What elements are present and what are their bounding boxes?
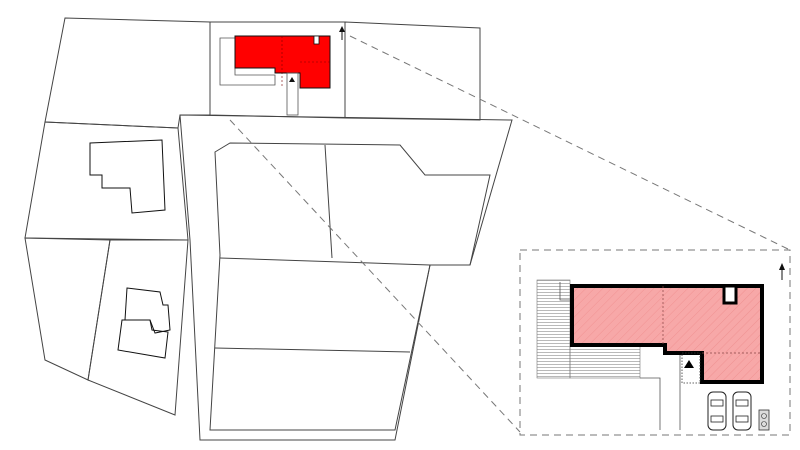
subject-building-highlight	[234, 35, 331, 89]
building-south-2	[117, 319, 169, 359]
building-south-1	[124, 287, 171, 334]
block-east-outline	[179, 114, 513, 441]
striped-terrace-lower	[569, 341, 641, 379]
car-icon	[732, 391, 752, 431]
existing-buildings	[89, 139, 171, 359]
lot-north-west	[44, 17, 211, 129]
north-arrow-icon	[339, 26, 345, 40]
lot-north-east	[344, 21, 481, 121]
car-icon	[707, 391, 727, 431]
lot-west-south-a	[24, 237, 111, 381]
lot-divider-1	[324, 144, 333, 259]
lot-divider-3	[214, 347, 411, 353]
bins	[758, 409, 770, 431]
detail-leader-lines	[229, 35, 791, 433]
block-east-inner	[209, 142, 491, 431]
entrance-triangle-icon-detail	[684, 360, 694, 368]
entrance-triangle-icon	[289, 77, 295, 82]
lot-divider-2	[219, 257, 431, 266]
striped-terrace	[536, 279, 571, 379]
driveway-detail	[681, 352, 701, 384]
lot-boundaries	[24, 17, 513, 441]
subject-lot-overview	[219, 26, 345, 116]
lot-west-south-b	[87, 239, 189, 416]
driveway-overview	[286, 72, 299, 116]
detail-frame	[519, 249, 791, 436]
building-l-shape	[89, 139, 166, 214]
detail-inset	[519, 249, 791, 436]
north-arrow-icon-detail	[779, 263, 785, 280]
